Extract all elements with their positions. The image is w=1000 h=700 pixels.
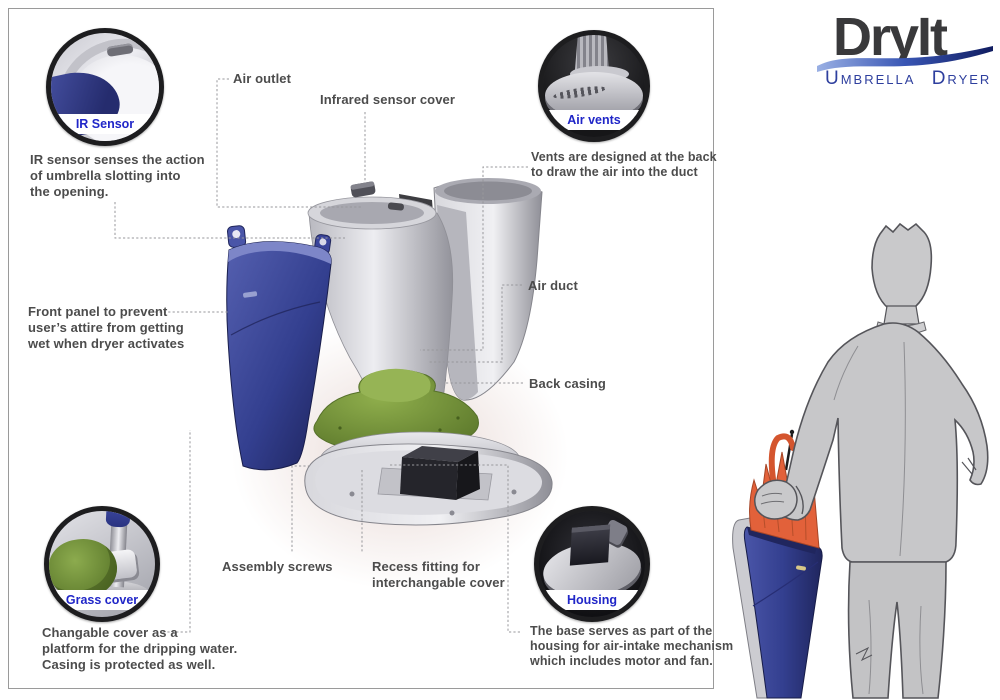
front-panel-shape	[226, 225, 332, 471]
diagram-frame	[8, 8, 714, 689]
callout-air-duct: Air duct	[528, 278, 578, 293]
brand-tagline: Umbrella Dryer	[825, 68, 992, 89]
callout-infrared-cover: Infrared sensor cover	[320, 92, 456, 107]
inset-label-grass-cover: Grass cover	[65, 593, 139, 607]
inset-housing: Housing	[534, 506, 650, 622]
callout-back-casing: Back casing	[529, 376, 606, 391]
inset-air-vents: Air vents	[538, 30, 650, 142]
inset-label-ir-sensor: IR Sensor	[75, 117, 135, 131]
exploded-view-illustration	[226, 178, 553, 526]
inset-label-air-vents: Air vents	[567, 113, 621, 127]
callout-air-outlet: Air outlet	[233, 71, 292, 86]
callout-recess-fitting: Recess fitting for interchangable cover	[372, 559, 505, 590]
brand-logo: DryIt Umbrella Dryer	[815, 6, 995, 98]
caption-air-vents: Vents are designed at the back to draw t…	[531, 150, 717, 179]
user-sketch-illustration	[732, 222, 989, 699]
sensor-cover-shape	[350, 181, 376, 198]
inset-label-housing: Housing	[567, 593, 617, 607]
callout-assembly-screws: Assembly screws	[222, 559, 333, 574]
motor-block-icon	[569, 524, 611, 566]
caption-housing: The base serves as part of the housing f…	[530, 624, 734, 668]
inset-ir-sensor: IR Sensor	[46, 28, 164, 146]
person-sketch	[754, 222, 989, 699]
caption-ir-sensor: IR sensor senses the action of umbrella …	[30, 152, 205, 199]
logo-swoosh-icon	[817, 46, 993, 72]
callout-front-panel: Front panel to prevent user’s attire fro…	[28, 304, 185, 351]
grass-cover-shape	[313, 368, 479, 452]
caption-grass-cover: Changable cover as a platform for the dr…	[42, 625, 238, 672]
inset-grass-cover: Grass cover	[44, 506, 160, 622]
base-housing-shape	[304, 443, 553, 526]
